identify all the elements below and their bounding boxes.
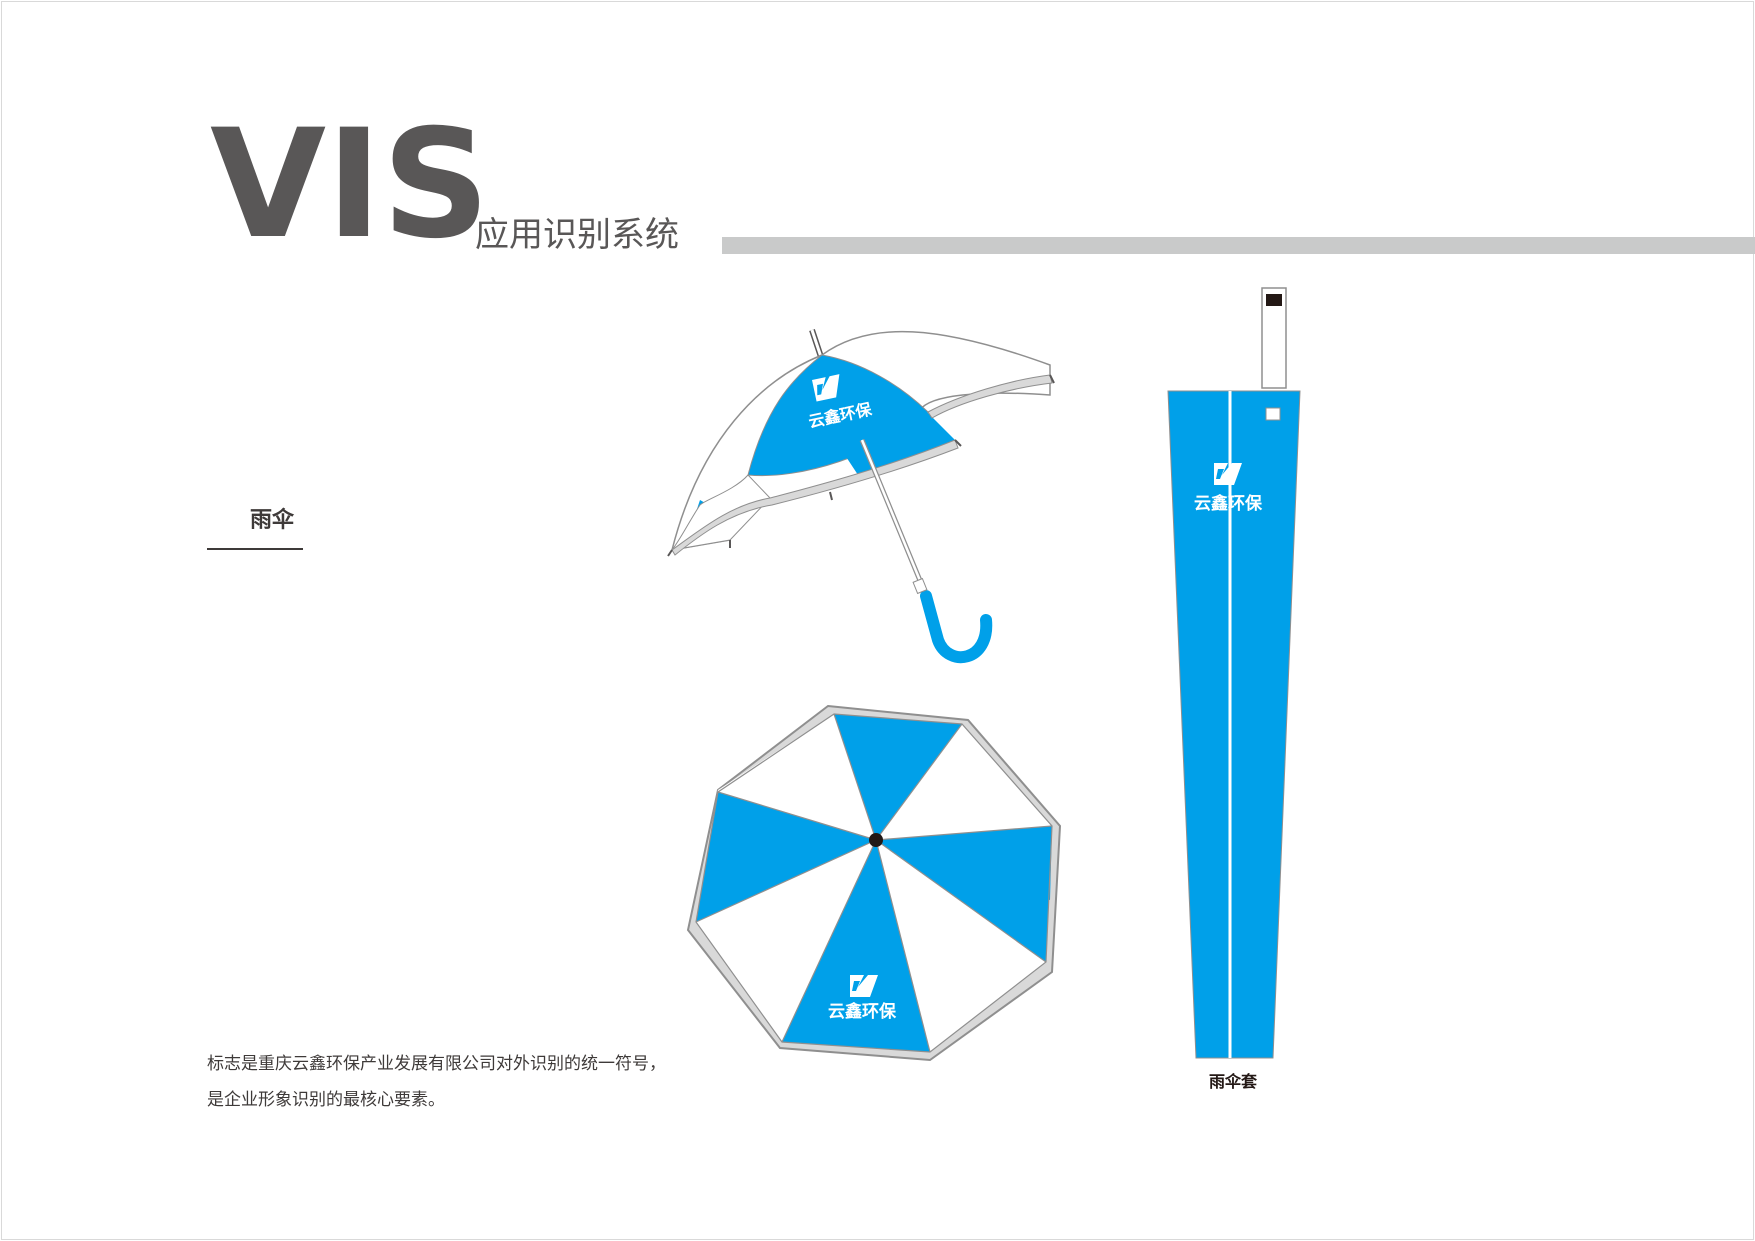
sleeve-caption: 雨伞套 (1209, 1072, 1258, 1091)
umbrella-sleeve: 云鑫环保 (1167, 287, 1301, 1059)
section-label: 雨伞 (250, 508, 295, 533)
svg-text:云鑫环保: 云鑫环保 (1194, 493, 1263, 514)
description-line-2: 是企业形象识别的最核心要素。 (207, 1090, 445, 1110)
title-bar (722, 237, 1755, 254)
top-umbrella: 云鑫环保 (686, 704, 1062, 1062)
side-umbrella: 云鑫环保 (667, 329, 1055, 663)
page-title: VIS (210, 98, 490, 272)
page-subtitle: 应用识别系统 (475, 215, 679, 255)
section-rule (207, 548, 303, 550)
description: 标志是重庆云鑫环保产业发展有限公司对外识别的统一符号， 是企业形象识别的最核心要… (207, 1046, 666, 1118)
svg-text:云鑫环保: 云鑫环保 (828, 1001, 897, 1022)
description-line-1: 标志是重庆云鑫环保产业发展有限公司对外识别的统一符号， (207, 1054, 666, 1074)
